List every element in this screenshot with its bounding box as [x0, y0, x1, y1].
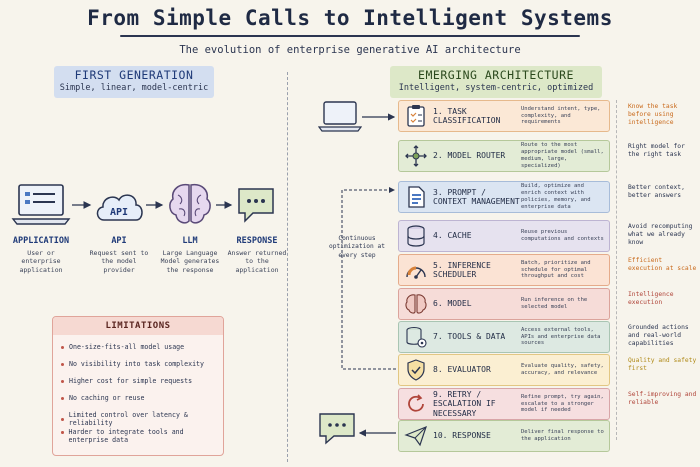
bullet-icon — [61, 379, 64, 383]
retry-icon — [399, 393, 433, 415]
limitation-item: Higher cost for simple requests — [61, 377, 192, 385]
router-icon — [399, 144, 433, 168]
bullet-icon — [61, 396, 64, 400]
stage-label: 9. RETRY / ESCALATION IF NECESSARY — [433, 390, 496, 418]
brain-icon — [164, 178, 216, 230]
flow-desc-api: Request sent to the model provider — [89, 249, 149, 274]
flow-label-response: RESPONSE — [236, 236, 278, 246]
outcome-rail — [616, 100, 617, 440]
limitation-item: Limited control over latency & reliabili… — [61, 411, 223, 427]
page-subtitle: The evolution of enterprise generative A… — [179, 44, 521, 56]
stage-label: 5. INFERENCE SCHEDULER — [433, 260, 491, 279]
stage-description: Understand intent, type, complexity, and… — [521, 105, 601, 126]
emerging-architecture-title: EMERGING ARCHITECTURE — [418, 68, 574, 82]
stage-outcome: Better context, better answers — [628, 184, 685, 200]
limitation-item: No visibility into task complexity — [61, 360, 204, 368]
flow-desc-llm: Large Language Model generates the respo… — [160, 249, 220, 274]
title-underline — [120, 35, 580, 37]
stage-outcome: Intelligence execution — [628, 291, 674, 307]
first-generation-title: FIRST GENERATION — [74, 68, 194, 82]
limitations-panel: LIMITATIONS One-size-fits-all model usag… — [52, 316, 224, 456]
database-icon — [399, 224, 433, 248]
flow-desc-application: User or enterprise application — [19, 249, 63, 274]
cloud-api-icon: API — [92, 184, 146, 228]
laptop-icon — [10, 180, 72, 230]
stage-outcome: Efficient execution at scale — [628, 257, 697, 273]
flow-label-llm: LLM — [182, 236, 198, 246]
stage-description: Access external tools, APIs and enterpri… — [521, 326, 601, 347]
page-title: From Simple Calls to Intelligent Systems — [87, 6, 613, 30]
stage-outcome: Quality and safety first — [628, 357, 697, 373]
flow-arrows — [72, 201, 233, 209]
svg-text:API: API — [110, 207, 128, 218]
first-generation-banner: FIRST GENERATION Simple, linear, model-c… — [54, 66, 214, 98]
stage-label: 8. EVALUATOR — [433, 365, 491, 375]
stage-label: 3. PROMPT / CONTEXT MANAGEMENT — [433, 187, 520, 206]
stage-description: Evaluate quality, safety, accuracy, and … — [521, 363, 604, 376]
stage-evaluator: 8. EVALUATOR Evaluate quality, safety, ac… — [398, 354, 610, 386]
stage-task-classification: 1. TASK CLASSIFICATION Understand intent,… — [398, 100, 610, 132]
bullet-icon — [61, 362, 64, 366]
stage-description: Refine prompt, try again, escalate to a … — [521, 393, 604, 414]
stage-label: 2. MODEL ROUTER — [433, 151, 506, 161]
chat-bubble-icon — [232, 182, 280, 228]
stage-response: 10. RESPONSE Deliver final response to th… — [398, 420, 610, 452]
stage-outcome: Right model for the right task — [628, 143, 685, 159]
tools-database-icon — [399, 325, 433, 349]
chat-bubble-icon — [316, 410, 358, 452]
limitation-item: One-size-fits-all model usage — [61, 343, 184, 351]
stage-tools-data: 7. TOOLS & DATA Access external tools, AP… — [398, 321, 610, 353]
section-divider — [287, 72, 288, 462]
stage-outcome: Grounded actions and real-world capabili… — [628, 324, 689, 348]
limitation-item: No caching or reuse — [61, 394, 144, 402]
stage-retry-escalation-if-necessary: 9. RETRY / ESCALATION IF NECESSARY Refine… — [398, 388, 610, 420]
stage-description: Deliver final response to the applicatio… — [521, 429, 604, 442]
stage-description: Reuse previous computations and contexts — [521, 229, 604, 242]
limitations-title: LIMITATIONS — [53, 317, 223, 335]
optimization-loop — [341, 113, 396, 437]
stage-label: 4. CACHE — [433, 231, 472, 241]
stage-model: 6. MODEL Run inference on the selected mo… — [398, 288, 610, 320]
document-icon — [399, 185, 433, 209]
stage-description: Batch, prioritize and schedule for optim… — [521, 259, 591, 280]
brain-icon — [399, 292, 433, 316]
shield-check-icon — [399, 358, 433, 382]
bullet-icon — [61, 417, 64, 421]
stage-outcome: Know the task before using intelligence — [628, 103, 678, 127]
gauge-icon — [399, 259, 433, 281]
stage-description: Run inference on the selected model — [521, 297, 588, 310]
stage-cache: 4. CACHE Reuse previous computations and … — [398, 220, 610, 252]
flow-label-api: API — [111, 236, 127, 246]
limitation-item: Harder to integrate tools and enterprise… — [61, 428, 217, 444]
clipboard-icon — [399, 104, 433, 128]
first-generation-subtitle: Simple, linear, model-centric — [59, 83, 209, 93]
emerging-architecture-banner: EMERGING ARCHITECTURE Intelligent, syste… — [390, 66, 602, 98]
stage-description: Route to the most appropriate model (sma… — [521, 142, 604, 169]
flow-desc-response: Answer returned to the application — [227, 249, 287, 274]
stage-label: 6. MODEL — [433, 299, 472, 309]
stage-outcome: Self-improving and reliable — [628, 391, 697, 407]
stage-model-router: 2. MODEL ROUTER Route to the most appropr… — [398, 140, 610, 172]
bullet-icon — [61, 345, 64, 349]
bullet-icon — [61, 431, 64, 434]
stage-description: Build, optimize and enrich context with … — [521, 183, 591, 210]
stage-label: 1. TASK CLASSIFICATION — [433, 106, 501, 125]
stage-label: 7. TOOLS & DATA — [433, 332, 506, 342]
flow-label-application: APPLICATION — [12, 236, 70, 246]
laptop-icon — [317, 100, 363, 138]
continuous-optimization-label: Continuous optimization at every step — [329, 235, 385, 259]
stage-inference-scheduler: 5. INFERENCE SCHEDULER Batch, prioritize … — [398, 254, 610, 286]
emerging-architecture-subtitle: Intelligent, system-centric, optimized — [398, 83, 594, 93]
stage-outcome: Avoid recomputing what we already know — [628, 223, 693, 247]
stage-label: 10. RESPONSE — [433, 431, 491, 441]
paper-plane-icon — [399, 425, 433, 447]
